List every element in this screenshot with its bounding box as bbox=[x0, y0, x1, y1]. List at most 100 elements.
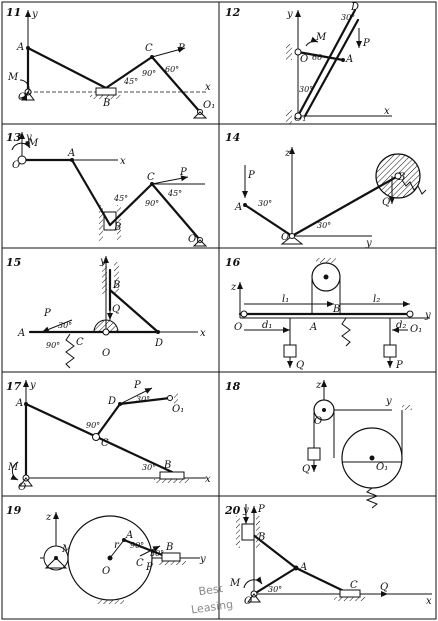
svg-text:y: y bbox=[424, 310, 431, 321]
svg-text:A: A bbox=[16, 42, 24, 53]
rod-CO1 bbox=[150, 55, 202, 114]
svg-text:C: C bbox=[136, 558, 144, 569]
svg-text:O₁: O₁ bbox=[172, 404, 184, 415]
svg-text:P: P bbox=[179, 167, 187, 178]
svg-text:O: O bbox=[102, 348, 110, 359]
panel-16: 16 z y Q P l₁ l₂ d₁ d₂ A B O O₁ bbox=[225, 256, 431, 371]
svg-text:30°: 30° bbox=[268, 585, 282, 594]
rod-CO1 bbox=[150, 182, 202, 242]
svg-text:60°: 60° bbox=[165, 65, 179, 74]
force-P bbox=[139, 545, 161, 557]
svg-text:45°: 45° bbox=[167, 189, 182, 198]
force-P bbox=[151, 175, 189, 185]
panel-11: 11 y x P A B C M O O₁ 90° 60° 45° bbox=[6, 6, 215, 119]
svg-text:l₂: l₂ bbox=[373, 294, 380, 305]
panel-12: 12 y x P M O O₁ D A 30° 60 30° bbox=[225, 2, 392, 124]
svg-text:O: O bbox=[18, 482, 26, 493]
svg-text:M: M bbox=[229, 578, 241, 589]
svg-text:O: O bbox=[102, 566, 110, 577]
svg-text:y: y bbox=[25, 132, 32, 143]
svg-text:y: y bbox=[199, 554, 206, 565]
svg-text:x: x bbox=[200, 328, 206, 339]
svg-text:Q: Q bbox=[382, 197, 390, 208]
weight-Q bbox=[307, 447, 321, 461]
svg-text:P: P bbox=[43, 308, 51, 319]
svg-text:Q: Q bbox=[296, 360, 304, 371]
svg-text:A: A bbox=[67, 148, 75, 159]
svg-text:60: 60 bbox=[312, 53, 322, 62]
svg-text:M: M bbox=[27, 138, 39, 149]
svg-text:A: A bbox=[15, 398, 23, 409]
panel-20: 20 y x P Q B A M O C 30° bbox=[224, 504, 432, 607]
svg-text:M: M bbox=[7, 72, 19, 83]
rod-CD bbox=[94, 402, 122, 439]
rod-AB bbox=[26, 46, 108, 90]
svg-text:y: y bbox=[99, 256, 106, 267]
svg-text:90°: 90° bbox=[130, 541, 144, 550]
svg-text:30°: 30° bbox=[299, 85, 313, 94]
svg-text:O₁: O₁ bbox=[188, 234, 200, 245]
svg-text:x: x bbox=[120, 156, 126, 167]
force-P bbox=[41, 319, 73, 333]
svg-text:B: B bbox=[332, 304, 340, 315]
panel-number: 11 bbox=[6, 6, 21, 19]
svg-text:d₂: d₂ bbox=[396, 320, 406, 331]
svg-text:Leasing: Leasing bbox=[190, 598, 234, 617]
panel-number: 12 bbox=[225, 6, 241, 19]
watermark: Best Leasing bbox=[190, 582, 234, 617]
rod-parallel bbox=[303, 18, 360, 118]
svg-text:P: P bbox=[177, 43, 185, 54]
svg-text:90°: 90° bbox=[142, 69, 156, 78]
svg-text:y: y bbox=[365, 238, 372, 249]
panel-number: 15 bbox=[6, 256, 21, 269]
svg-text:x: x bbox=[205, 474, 211, 485]
svg-text:M: M bbox=[315, 32, 327, 43]
pin-O bbox=[17, 155, 27, 165]
svg-text:P: P bbox=[257, 504, 265, 515]
svg-text:P: P bbox=[362, 38, 370, 49]
panel-number: 20 bbox=[224, 504, 241, 517]
svg-text:z: z bbox=[45, 512, 52, 523]
svg-text:A: A bbox=[345, 54, 353, 65]
svg-text:D: D bbox=[350, 2, 359, 13]
spring bbox=[401, 179, 427, 195]
slider-B bbox=[161, 552, 181, 562]
svg-text:O₁: O₁ bbox=[376, 462, 388, 473]
svg-text:P: P bbox=[395, 360, 403, 371]
panel-number: 19 bbox=[6, 504, 22, 517]
moment-M bbox=[243, 576, 263, 589]
svg-text:O: O bbox=[234, 322, 242, 333]
svg-text:P: P bbox=[133, 380, 141, 391]
svg-text:45°: 45° bbox=[123, 77, 138, 86]
panel-14: 14 z y P A O B 30° 30° Q bbox=[225, 131, 427, 249]
rod-DO1 bbox=[118, 396, 172, 406]
svg-text:90°: 90° bbox=[86, 421, 100, 430]
svg-text:z: z bbox=[315, 380, 322, 391]
pin-O bbox=[294, 48, 302, 56]
rod-AO bbox=[243, 203, 294, 238]
svg-text:O₁: O₁ bbox=[410, 324, 422, 335]
support-O bbox=[93, 319, 119, 333]
moment-M bbox=[305, 36, 319, 47]
svg-text:30°: 30° bbox=[341, 13, 355, 22]
svg-text:90°: 90° bbox=[145, 199, 159, 208]
spring-C bbox=[65, 333, 75, 369]
crank-OA bbox=[252, 566, 298, 596]
panel-number: 17 bbox=[6, 380, 22, 393]
slider-B bbox=[95, 87, 117, 96]
svg-text:D: D bbox=[154, 338, 163, 349]
svg-text:30°: 30° bbox=[136, 395, 150, 404]
svg-text:30°: 30° bbox=[258, 199, 272, 208]
svg-text:y: y bbox=[29, 380, 36, 391]
panel-13: 13 y x P M O A B C O₁ 45° 90° 45° bbox=[6, 131, 208, 247]
svg-text:30°: 30° bbox=[142, 463, 156, 472]
svg-text:r: r bbox=[114, 540, 120, 551]
panel-number: 13 bbox=[6, 131, 22, 144]
svg-text:P: P bbox=[247, 170, 255, 181]
svg-text:O: O bbox=[300, 54, 308, 65]
spring bbox=[365, 487, 379, 509]
svg-text:Q: Q bbox=[302, 464, 310, 475]
svg-text:O₁: O₁ bbox=[203, 100, 215, 111]
